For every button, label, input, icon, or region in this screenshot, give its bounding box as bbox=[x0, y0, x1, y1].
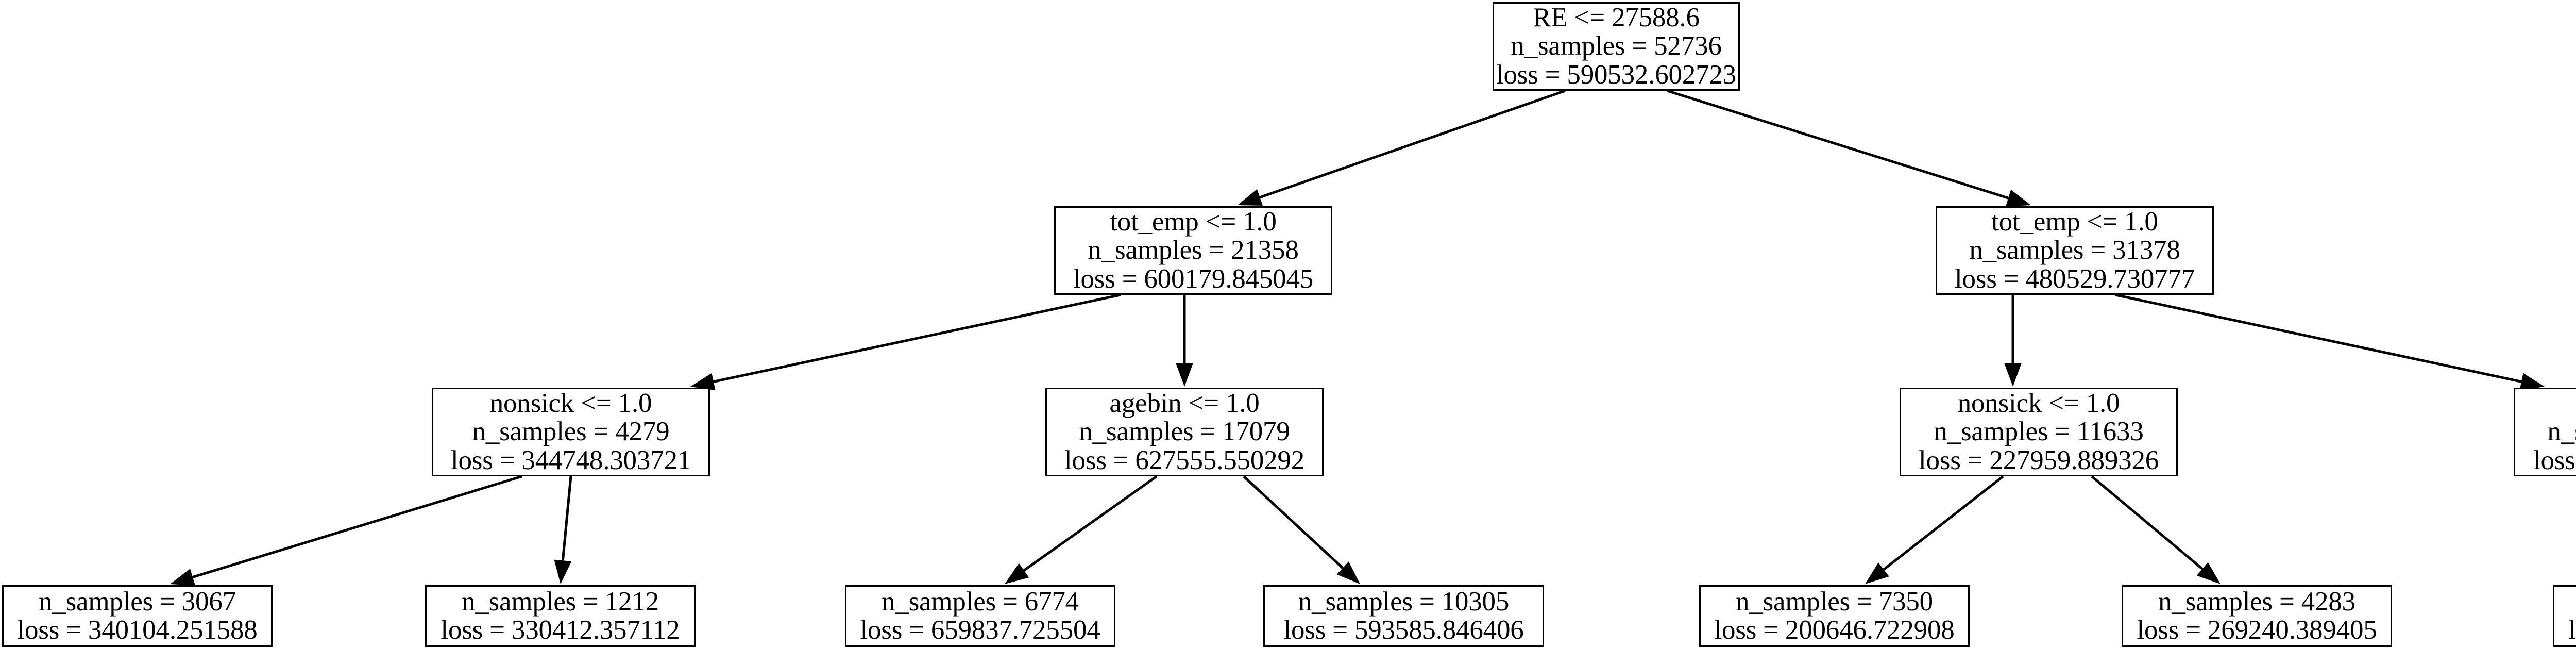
tree-edge bbox=[2091, 475, 2221, 584]
edge-line bbox=[713, 293, 1121, 383]
edge-line bbox=[192, 475, 522, 578]
node-condition: RE <= 27588.6 bbox=[1533, 3, 1700, 33]
node-loss: loss = 627555.550292 bbox=[1064, 445, 1305, 475]
node-loss: loss = 603911.780795 bbox=[2533, 445, 2576, 475]
edge-arrowhead-icon bbox=[1336, 561, 1360, 584]
edge-line bbox=[2091, 475, 2204, 570]
edge-line bbox=[1883, 475, 2004, 571]
node-n-samples: n_samples = 31378 bbox=[1969, 235, 2180, 265]
node-loss: loss = 269240.389405 bbox=[2137, 615, 2377, 645]
node-condition: tot_emp <= 1.0 bbox=[1110, 207, 1277, 237]
node-loss: loss = 330412.357112 bbox=[440, 615, 680, 645]
node-loss: loss = 593585.846406 bbox=[1283, 615, 1524, 645]
node-condition: agebin <= 1.0 bbox=[1109, 388, 1260, 419]
node-loss: loss = 711734.765817 bbox=[2568, 615, 2576, 645]
edge-arrowhead-icon bbox=[1176, 363, 1193, 387]
node-n-samples: n_samples = 4279 bbox=[472, 417, 670, 447]
edge-arrowhead-icon bbox=[1005, 563, 1029, 584]
node-loss: loss = 480529.730777 bbox=[1954, 263, 2195, 294]
tree-edge bbox=[1238, 89, 1566, 206]
node-condition: tot_emp <= 1.0 bbox=[1991, 207, 2158, 237]
node-n-samples: n_samples = 7350 bbox=[1736, 586, 1933, 617]
edge-arrowhead-icon bbox=[1238, 189, 1263, 206]
edge-line bbox=[1243, 475, 1344, 569]
tree-edge bbox=[170, 475, 522, 586]
edge-line bbox=[1667, 89, 2009, 200]
node-n-samples: n_samples = 21358 bbox=[1088, 235, 1299, 265]
edge-line bbox=[561, 476, 572, 561]
node-n-samples: n_samples = 19745 bbox=[2547, 417, 2576, 447]
node-loss: loss = 227959.889326 bbox=[1918, 445, 2159, 475]
node-condition: nonsick <= 1.0 bbox=[1957, 388, 2120, 419]
decision-node: agebin <= 1.0n_samples = 19745loss = 603… bbox=[2514, 388, 2576, 476]
tree-edge bbox=[2115, 293, 2545, 391]
node-n-samples: n_samples = 10305 bbox=[1298, 586, 1510, 617]
node-condition: nonsick <= 1.0 bbox=[489, 388, 652, 419]
node-loss: loss = 590532.602723 bbox=[1496, 59, 1737, 90]
edge-arrowhead-icon bbox=[2196, 562, 2221, 584]
node-loss: loss = 200646.722908 bbox=[1714, 615, 1955, 645]
tree-edge bbox=[1667, 89, 2031, 207]
node-loss: loss = 344748.303721 bbox=[450, 445, 691, 475]
edge-arrowhead-icon bbox=[2004, 363, 2022, 387]
node-n-samples: n_samples = 52736 bbox=[1511, 31, 1722, 61]
tree-edge bbox=[2004, 295, 2022, 387]
tree-edge bbox=[1005, 475, 1158, 584]
edge-line bbox=[2115, 293, 2522, 383]
tree-edge bbox=[690, 293, 1121, 391]
edge-arrowhead-icon bbox=[1865, 562, 1889, 584]
node-n-samples: n_samples = 4283 bbox=[2158, 586, 2355, 617]
tree-edge bbox=[554, 476, 572, 584]
edge-arrowhead-icon bbox=[170, 569, 195, 586]
node-n-samples: n_samples = 17079 bbox=[1079, 417, 1290, 447]
node-n-samples: n_samples = 6774 bbox=[882, 586, 1079, 617]
tree-edge bbox=[1243, 475, 1360, 584]
node-n-samples: n_samples = 3067 bbox=[39, 586, 236, 617]
edge-arrowhead-icon bbox=[554, 559, 572, 584]
node-loss: loss = 340104.251588 bbox=[17, 615, 258, 645]
tree-edge bbox=[1865, 475, 2004, 584]
leaf-node: n_samples = 6526loss = 711734.765817 bbox=[2553, 585, 2576, 647]
node-n-samples: n_samples = 11633 bbox=[1934, 417, 2144, 447]
node-loss: loss = 659837.725504 bbox=[860, 615, 1100, 645]
node-n-samples: n_samples = 1212 bbox=[462, 586, 659, 617]
tree-edge bbox=[1176, 295, 1193, 387]
node-loss: loss = 600179.845045 bbox=[1073, 263, 1314, 294]
edge-line bbox=[1023, 475, 1158, 572]
edge-arrowhead-icon bbox=[2006, 189, 2031, 207]
edge-line bbox=[1259, 89, 1566, 199]
